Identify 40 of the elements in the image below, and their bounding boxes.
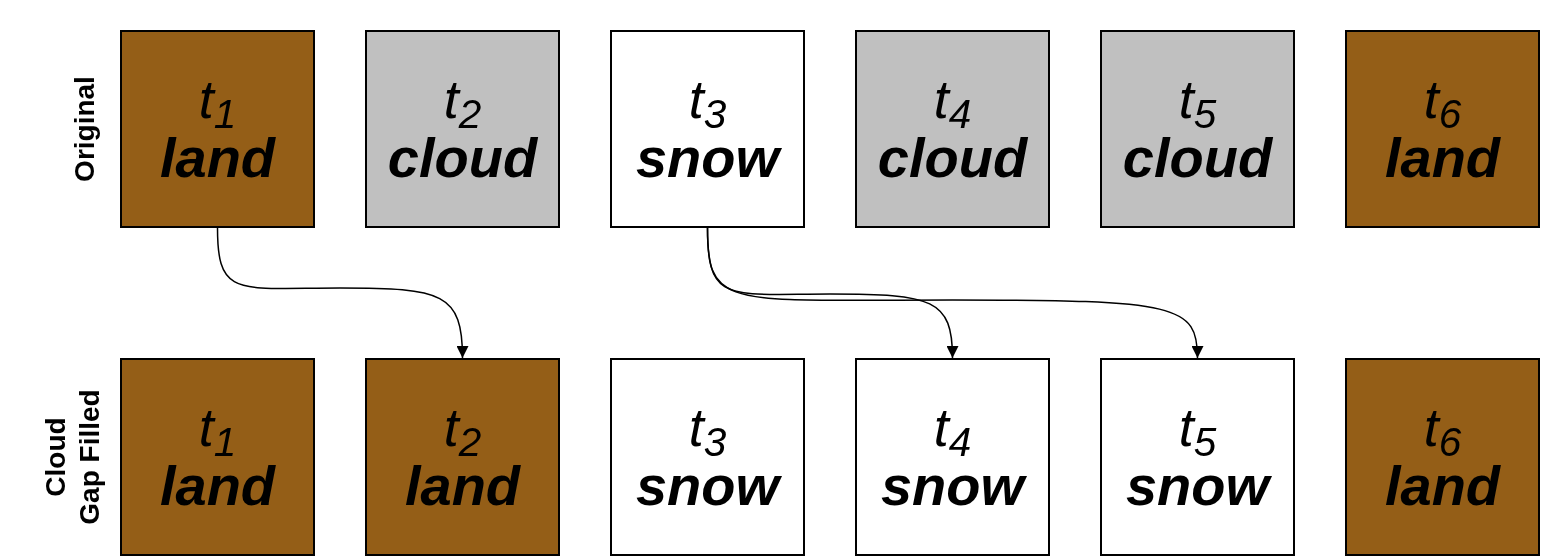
row-label: Cloud Gap Filled — [38, 388, 106, 527]
time-label: t$_{3}$ — [688, 72, 727, 126]
cover-label: land — [404, 458, 521, 514]
cover-label: snow — [635, 130, 780, 186]
state-box — [610, 30, 805, 228]
time-label: t$_{4}$ — [933, 400, 972, 454]
cover-label: land — [1384, 130, 1501, 186]
time-label: t$_{2}$ — [443, 400, 482, 454]
state-box — [1345, 30, 1540, 228]
time-label: t$_{4}$ — [933, 72, 972, 126]
cover-label: snow — [635, 458, 780, 514]
cover-label: snow — [1125, 458, 1270, 514]
cover-label: cloud — [877, 130, 1028, 186]
time-label: t$_{5}$ — [1178, 400, 1217, 454]
state-box — [120, 30, 315, 228]
time-label: t$_{3}$ — [688, 400, 727, 454]
state-box — [855, 30, 1050, 228]
time-label: t$_{5}$ — [1178, 72, 1217, 126]
curved-arrow — [216, 227, 469, 359]
curved-arrow — [706, 227, 1203, 359]
time-label: t$_{6}$ — [1423, 72, 1462, 126]
state-box — [610, 358, 805, 556]
cover-label: land — [159, 130, 276, 186]
state-box — [365, 358, 560, 556]
cover-label: cloud — [387, 130, 538, 186]
cover-label: cloud — [1122, 130, 1273, 186]
time-label: t$_{1}$ — [198, 400, 237, 454]
state-box — [365, 30, 560, 228]
state-box — [1345, 358, 1540, 556]
state-box — [120, 358, 315, 556]
time-label: t$_{2}$ — [443, 72, 482, 126]
time-label: t$_{1}$ — [198, 72, 237, 126]
state-box — [1100, 358, 1295, 556]
cover-label: snow — [880, 458, 1025, 514]
row-label: Original — [68, 76, 101, 182]
time-label: t$_{6}$ — [1423, 400, 1462, 454]
state-box — [855, 358, 1050, 556]
state-box — [1100, 30, 1295, 228]
cover-label: land — [1384, 458, 1501, 514]
cover-label: land — [159, 458, 276, 514]
